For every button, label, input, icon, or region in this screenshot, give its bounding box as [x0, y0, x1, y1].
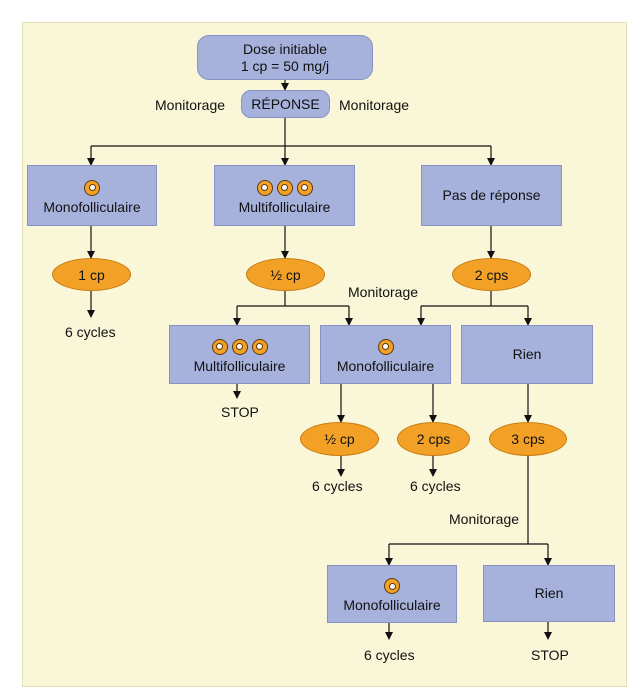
- response-box: RÉPONSE: [241, 90, 330, 118]
- dose-two-ellipse: 2 cps: [397, 422, 470, 456]
- level1-none-box: Pas de réponse: [421, 165, 562, 226]
- level2-multi-label: Multifolliculaire: [193, 357, 286, 374]
- follicle-icons: [256, 179, 313, 196]
- follicle-icon: [377, 338, 394, 355]
- level3-mono-box: Monofolliculaire: [327, 565, 457, 623]
- follicle-icon: [276, 179, 293, 196]
- dose-mono-label: 1 cp: [78, 266, 105, 283]
- level1-none-label: Pas de réponse: [442, 187, 541, 203]
- level3-rien-box: Rien: [483, 565, 615, 622]
- follicle-icon: [296, 179, 313, 196]
- response-label: RÉPONSE: [251, 95, 320, 112]
- start-dose-line1: Dose initiable: [242, 40, 328, 57]
- level2-cycles-b: 6 cycles: [410, 478, 461, 494]
- level2-mono-box: Monofolliculaire: [320, 325, 451, 384]
- level3-rien-label: Rien: [534, 585, 564, 601]
- level1-multi-label: Multifolliculaire: [238, 198, 331, 215]
- level1-mono-label: Monofolliculaire: [43, 198, 141, 215]
- follicle-icons: [384, 578, 400, 594]
- follicle-icon: [231, 338, 248, 355]
- follicle-icon: [384, 578, 400, 594]
- level2-multi-box: Multifolliculaire: [169, 325, 310, 384]
- dose-none-ellipse: 2 cps: [452, 258, 531, 291]
- level2-rien-box: Rien: [461, 325, 593, 384]
- follicle-icons: [377, 338, 394, 355]
- follicle-icon: [251, 338, 268, 355]
- start-dose-line2: 1 cp = 50 mg/j: [240, 57, 330, 74]
- monitorage-label-low: Monitorage: [449, 511, 520, 527]
- dose-multi-label: ½ cp: [270, 266, 301, 283]
- level3-mono-label: Monofolliculaire: [343, 597, 441, 613]
- dose-half-ellipse: ½ cp: [300, 422, 379, 456]
- level2-rien-label: Rien: [512, 346, 542, 362]
- start-dose-box: Dose initiable 1 cp = 50 mg/j: [197, 35, 373, 80]
- level2-mono-label: Monofolliculaire: [336, 357, 435, 374]
- level2-cycles-a: 6 cycles: [312, 478, 363, 494]
- follicle-icon: [256, 179, 273, 196]
- follicle-icon: [211, 338, 228, 355]
- monitorage-label-right: Monitorage: [339, 97, 410, 113]
- follicle-icons: [84, 179, 100, 196]
- monitorage-label-left: Monitorage: [155, 97, 226, 113]
- monitorage-label-mid: Monitorage: [348, 284, 419, 300]
- level3-cycles: 6 cycles: [364, 647, 415, 663]
- dose-three-ellipse: 3 cps: [489, 422, 567, 456]
- follicle-icons: [211, 338, 268, 355]
- level3-stop: STOP: [531, 647, 569, 663]
- level1-multi-box: Multifolliculaire: [214, 165, 355, 226]
- dose-mono-ellipse: 1 cp: [52, 258, 131, 291]
- level2-stop: STOP: [221, 404, 259, 420]
- dose-half-label: ½ cp: [324, 431, 355, 447]
- result-mono-cycles: 6 cycles: [65, 324, 116, 340]
- dose-multi-ellipse: ½ cp: [246, 258, 325, 291]
- level1-mono-box: Monofolliculaire: [27, 165, 157, 226]
- dose-three-label: 3 cps: [511, 431, 545, 447]
- follicle-icon: [84, 179, 100, 196]
- dose-two-label: 2 cps: [416, 431, 451, 447]
- dose-none-label: 2 cps: [474, 266, 509, 283]
